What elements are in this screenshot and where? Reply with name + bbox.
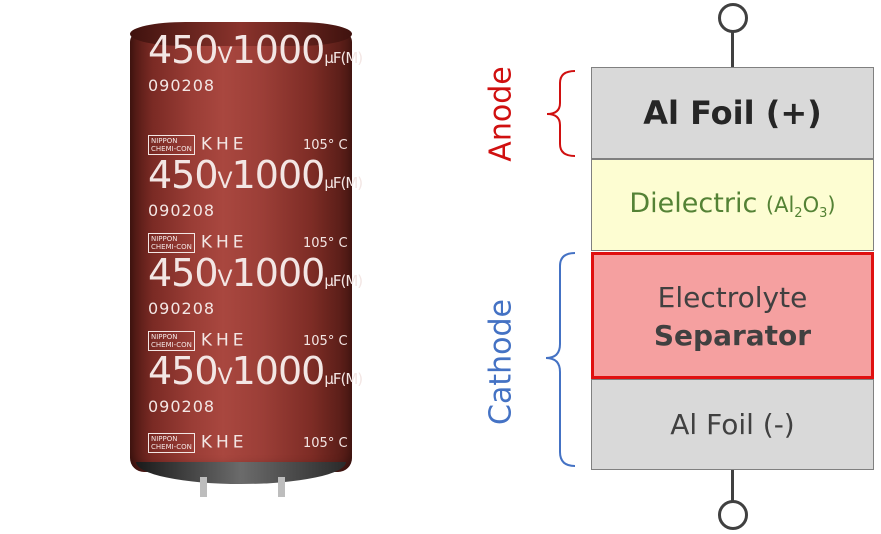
capacitor-print-1: 450V1000μF(M) 090208: [148, 28, 363, 95]
cathode-foil-label: Al Foil (-): [670, 408, 795, 441]
dielectric-label: Dielectric (Al2O3): [629, 188, 836, 222]
capacitor-lead-left: [200, 477, 207, 497]
anode-label: Anode: [483, 66, 519, 162]
electrolyte-label: Electrolyte: [657, 280, 808, 314]
cathode-foil-layer: Al Foil (-): [591, 379, 874, 470]
anode-bracket: [546, 70, 576, 157]
electrolyte-separator-layer: Electrolyte Separator: [591, 252, 874, 379]
anode-foil-label: Al Foil (+): [643, 94, 822, 132]
top-terminal-circle: [718, 3, 748, 33]
capacitor-top: [130, 22, 352, 46]
anode-foil-layer: Al Foil (+): [591, 67, 874, 159]
cathode-bracket: [545, 252, 576, 467]
separator-label: Separator: [653, 318, 812, 352]
cathode-label: Cathode: [483, 299, 519, 425]
capacitor-base: [136, 462, 346, 484]
dielectric-formula: (Al2O3): [765, 193, 836, 222]
dielectric-layer: Dielectric (Al2O3): [591, 159, 874, 251]
bottom-terminal-circle: [718, 500, 748, 530]
bottom-terminal-lead: [731, 470, 734, 502]
capacitor-lot: 090208: [148, 76, 216, 95]
top-terminal-lead: [731, 30, 734, 68]
capacitor-lead-right: [278, 477, 285, 497]
capacitor-rating: 450V1000μF(M): [148, 28, 363, 72]
